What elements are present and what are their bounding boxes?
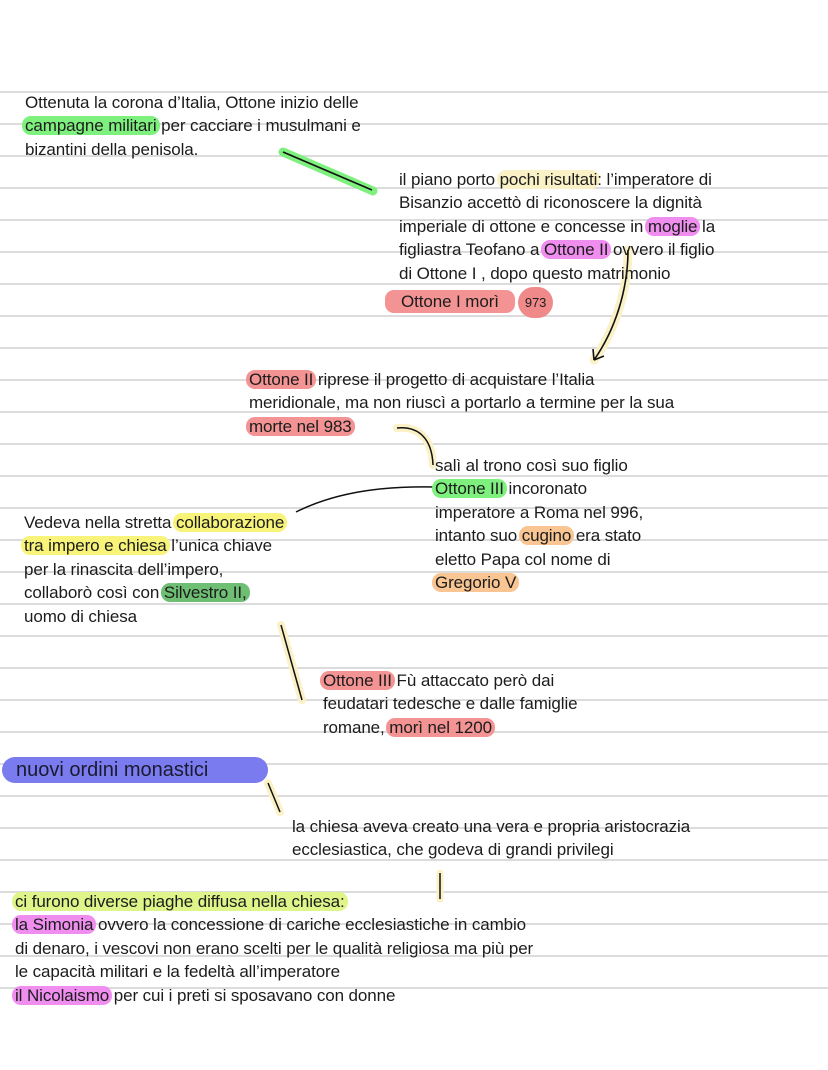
highlight-pink: Ottone II: [541, 240, 612, 260]
text-line: feudatari tedesche e dalle famiglie: [323, 694, 578, 714]
highlight-lime: ci furono diverse piaghe diffusa nella c…: [12, 892, 348, 911]
text-span: il piano porto: [399, 170, 500, 189]
text-line: uomo di chiesa: [24, 606, 137, 626]
highlight-red: Ottone I morì: [385, 290, 515, 314]
text-line: di denaro, i vescovi non erano scelti pe…: [15, 938, 534, 958]
text-line: Gregorio V: [432, 571, 643, 594]
highlight-pink: il Nicolaismo: [12, 985, 113, 1005]
text-line: il piano porto pochi risultati: l’impera…: [399, 168, 715, 191]
text-span: ovvero la concessione di cariche ecclesi…: [93, 915, 527, 935]
text-span: incoronato: [503, 479, 588, 499]
ruled-line: [0, 347, 828, 349]
highlight-yellow: pochi risultati: [496, 170, 601, 189]
note-block-ottone-iii-trono: salì al trono così suo figlio Ottone III…: [432, 454, 644, 594]
highlight-yellow: collaborazione: [172, 513, 288, 532]
highlight-orange: cugino: [518, 526, 575, 546]
year-badge: 973: [517, 287, 554, 319]
text-span: figliastra Teofano a: [399, 240, 545, 260]
note-block-collaborazione: Vedeva nella stretta collaborazione tra …: [21, 511, 288, 628]
text-line: intanto suo cugino era stato: [435, 524, 643, 547]
text-line: ecclesiastica, che godeva di grandi priv…: [292, 840, 614, 860]
text-span: Vedeva nella stretta: [24, 513, 176, 532]
ruled-line: [0, 507, 828, 509]
text-line: Ottone III incoronato: [432, 477, 643, 500]
text-line: di Ottone I , dopo questo matrimonio: [399, 263, 671, 283]
text-span: per cacciare i musulmani e: [156, 116, 361, 136]
highlight-green: Ottone III: [432, 479, 507, 499]
highlight-dark-green: Silvestro II,: [160, 583, 250, 603]
text-line: tra impero e chiesa l’unica chiave: [21, 534, 284, 557]
text-line: il Nicolaismo per cui i preti si sposava…: [12, 984, 533, 1007]
text-line: Vedeva nella stretta collaborazione: [24, 511, 288, 534]
text-line: la chiesa aveva creato una vera e propri…: [292, 817, 691, 836]
text-span: per cui i preti si sposavano con donne: [109, 985, 396, 1005]
highlight-green: campagne militari: [22, 116, 160, 136]
highlight-red: morì nel 1200: [386, 717, 495, 737]
text-line: collaborò così con Silvestro II,: [24, 581, 284, 604]
note-block-piano-bisanzio: il piano porto pochi risultati: l’impera…: [385, 168, 715, 319]
note-block-ottone-ii: Ottone II riprese il progetto di acquist…: [246, 368, 675, 438]
text-line: la Simonia ovvero la concessione di cari…: [12, 913, 533, 936]
highlight-pink: moglie: [644, 216, 701, 236]
text-line: Bisanzio accettò di riconoscere la digni…: [399, 193, 702, 213]
text-line: imperiale di ottone e concesse in moglie…: [399, 215, 715, 238]
text-line: le capacità militari e la fedeltà all’im…: [15, 962, 340, 982]
text-line: salì al trono così suo figlio: [435, 456, 628, 475]
text-line: campagne militari per cacciare i musulma…: [22, 114, 361, 137]
text-line: per la rinascita dell’impero,: [24, 559, 224, 579]
note-block-aristocrazia: la chiesa aveva creato una vera e propri…: [292, 815, 690, 862]
text-line: meridionale, ma non riuscì a portarlo a …: [249, 393, 675, 413]
ruled-line: [0, 475, 828, 477]
text-line: morte nel 983: [246, 415, 674, 438]
text-span: : l’imperatore di: [597, 170, 712, 189]
text-span: collaborò così con: [24, 583, 164, 603]
text-line: imperatore a Roma nel 996,: [435, 502, 644, 522]
highlight-red: Ottone II: [246, 370, 317, 389]
text-span: intanto suo: [435, 526, 522, 546]
text-span: l’unica chiave: [166, 536, 272, 556]
text-line: eletto Papa col nome di: [435, 549, 611, 569]
highlight-pink: la Simonia: [12, 915, 97, 935]
section-heading-nuovi-ordini: nuovi ordini monastici: [2, 757, 268, 783]
text-line: Ottone III Fù attaccato però dai: [320, 669, 578, 692]
note-block-piaghe: ci furono diverse piaghe diffusa nella c…: [12, 890, 534, 1007]
ruled-line: [0, 795, 828, 797]
text-line: romane, morì nel 1200: [323, 716, 578, 739]
text-span: Fù attaccato però dai: [391, 671, 555, 690]
text-span: imperiale di ottone e concesse in: [399, 216, 648, 236]
text-span: era stato: [571, 526, 642, 546]
highlight-red: Ottone III: [320, 671, 395, 690]
text-line: figliastra Teofano a Ottone II ovvero il…: [399, 238, 715, 261]
ruled-line: [0, 635, 828, 637]
text-span: romane,: [323, 717, 390, 737]
highlight-orange: Gregorio V: [432, 573, 520, 593]
note-block-corona-italia: Ottenuta la corona d’Italia, Ottone iniz…: [22, 91, 361, 161]
text-line: ci furono diverse piaghe diffusa nella c…: [12, 890, 533, 913]
highlight-red: morte nel 983: [246, 416, 355, 436]
note-block-ottone-iii-morte: Ottone III Fù attaccato però dai feudata…: [320, 669, 578, 739]
text-line: bizantini della penisola.: [25, 139, 199, 159]
highlight-yellow: tra impero e chiesa: [21, 536, 170, 556]
text-line: Ottone II riprese il progetto di acquist…: [246, 368, 674, 391]
text-span: la: [697, 216, 716, 236]
text-span: riprese il progetto di acquistare l’Ital…: [313, 370, 595, 389]
text-line: Ottenuta la corona d’Italia, Ottone iniz…: [25, 93, 359, 112]
text-span: ovvero il figlio: [608, 240, 715, 260]
ruled-line: [0, 443, 828, 445]
